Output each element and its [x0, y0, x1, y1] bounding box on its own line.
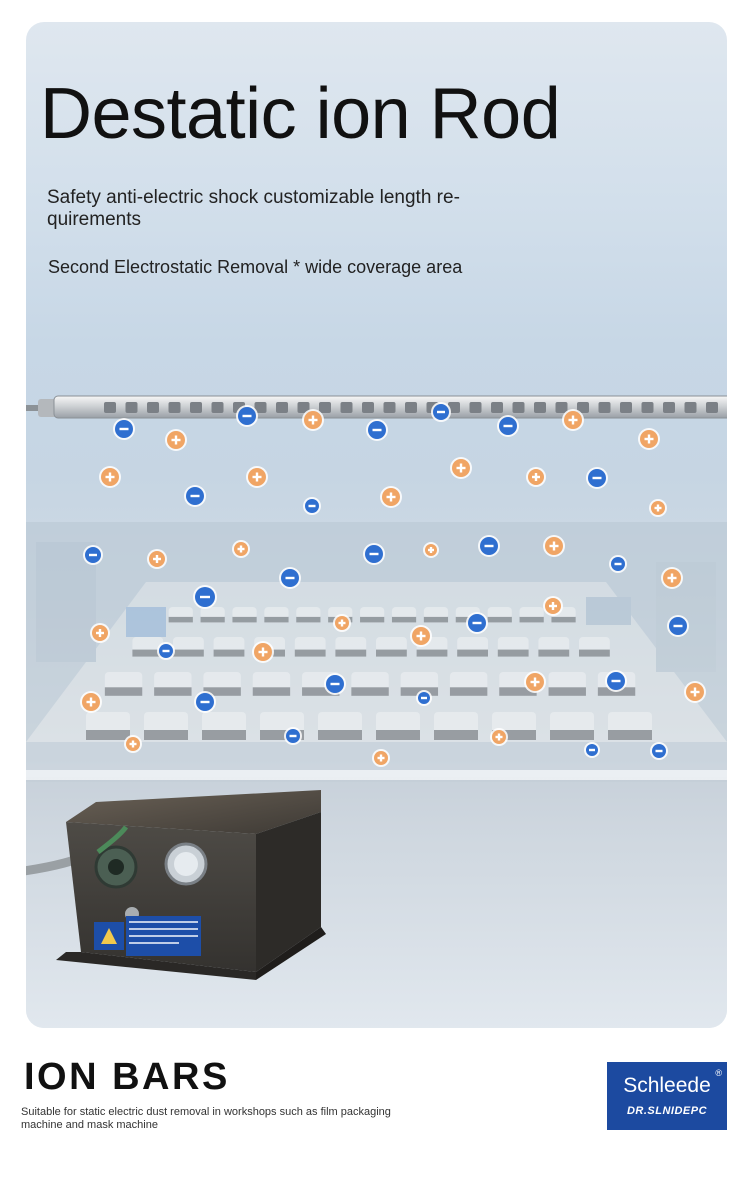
product-scene — [26, 395, 727, 1028]
hero-banner: Destatic ion Rod Safety anti-electric sh… — [26, 22, 727, 1028]
plus-circle-icon — [423, 542, 439, 558]
minus-circle-icon — [303, 497, 321, 515]
minus-circle-icon — [497, 415, 519, 437]
subtitle-coverage: Second Electrostatic Removal * wide cove… — [48, 257, 463, 277]
minus-circle-icon — [279, 567, 301, 589]
minus-circle-icon — [431, 402, 451, 422]
ion-power-supply — [26, 790, 326, 980]
section-title: ION BARS — [24, 1056, 230, 1098]
brand-subtitle: DR.SLNIDEPC — [626, 1105, 708, 1117]
plus-circle-icon — [490, 728, 508, 746]
minus-circle-icon — [284, 727, 302, 745]
plus-circle-icon — [252, 641, 274, 663]
minus-circle-icon — [584, 742, 600, 758]
plus-circle-icon — [543, 596, 563, 616]
minus-circle-icon — [194, 691, 216, 713]
minus-circle-icon — [605, 670, 627, 692]
plus-circle-icon — [124, 735, 142, 753]
plus-circle-icon — [661, 567, 683, 589]
plus-circle-icon — [524, 671, 546, 693]
plus-circle-icon — [649, 499, 667, 517]
plus-circle-icon — [684, 681, 706, 703]
minus-circle-icon — [157, 642, 175, 660]
minus-circle-icon — [586, 467, 608, 489]
plus-circle-icon — [333, 614, 351, 632]
brand-name: Schleede — [623, 1074, 711, 1097]
minus-circle-icon — [609, 555, 627, 573]
section-description: Suitable for static electric dust remova… — [21, 1106, 391, 1131]
minus-circle-icon — [236, 405, 258, 427]
plus-circle-icon — [372, 749, 390, 767]
plus-circle-icon — [302, 409, 324, 431]
plus-circle-icon — [90, 623, 110, 643]
minus-circle-icon — [113, 418, 135, 440]
page-title: Destatic ion Rod — [40, 74, 561, 154]
registered-mark: ® — [715, 1068, 722, 1078]
minus-circle-icon — [650, 742, 668, 760]
subtitle-safety: Safety anti-electric shock customizable … — [47, 187, 460, 230]
plus-circle-icon — [246, 466, 268, 488]
minus-circle-icon — [193, 585, 217, 609]
minus-circle-icon — [466, 612, 488, 634]
ion-rod — [26, 395, 727, 419]
minus-circle-icon — [478, 535, 500, 557]
plus-circle-icon — [232, 540, 250, 558]
plus-circle-icon — [410, 625, 432, 647]
plus-circle-icon — [562, 409, 584, 431]
plus-circle-icon — [543, 535, 565, 557]
minus-circle-icon — [184, 485, 206, 507]
plus-circle-icon — [450, 457, 472, 479]
ion-particles — [80, 402, 706, 767]
plus-circle-icon — [165, 429, 187, 451]
minus-circle-icon — [363, 543, 385, 565]
plus-circle-icon — [147, 549, 167, 569]
minus-circle-icon — [83, 545, 103, 565]
minus-circle-icon — [667, 615, 689, 637]
plus-circle-icon — [380, 486, 402, 508]
plus-circle-icon — [526, 467, 546, 487]
plus-circle-icon — [80, 691, 102, 713]
minus-circle-icon — [416, 690, 432, 706]
plus-circle-icon — [99, 466, 121, 488]
minus-circle-icon — [324, 673, 346, 695]
plus-circle-icon — [638, 428, 660, 450]
minus-circle-icon — [366, 419, 388, 441]
brand-logo: Schleede ® DR.SLNIDEPC — [607, 1062, 727, 1130]
